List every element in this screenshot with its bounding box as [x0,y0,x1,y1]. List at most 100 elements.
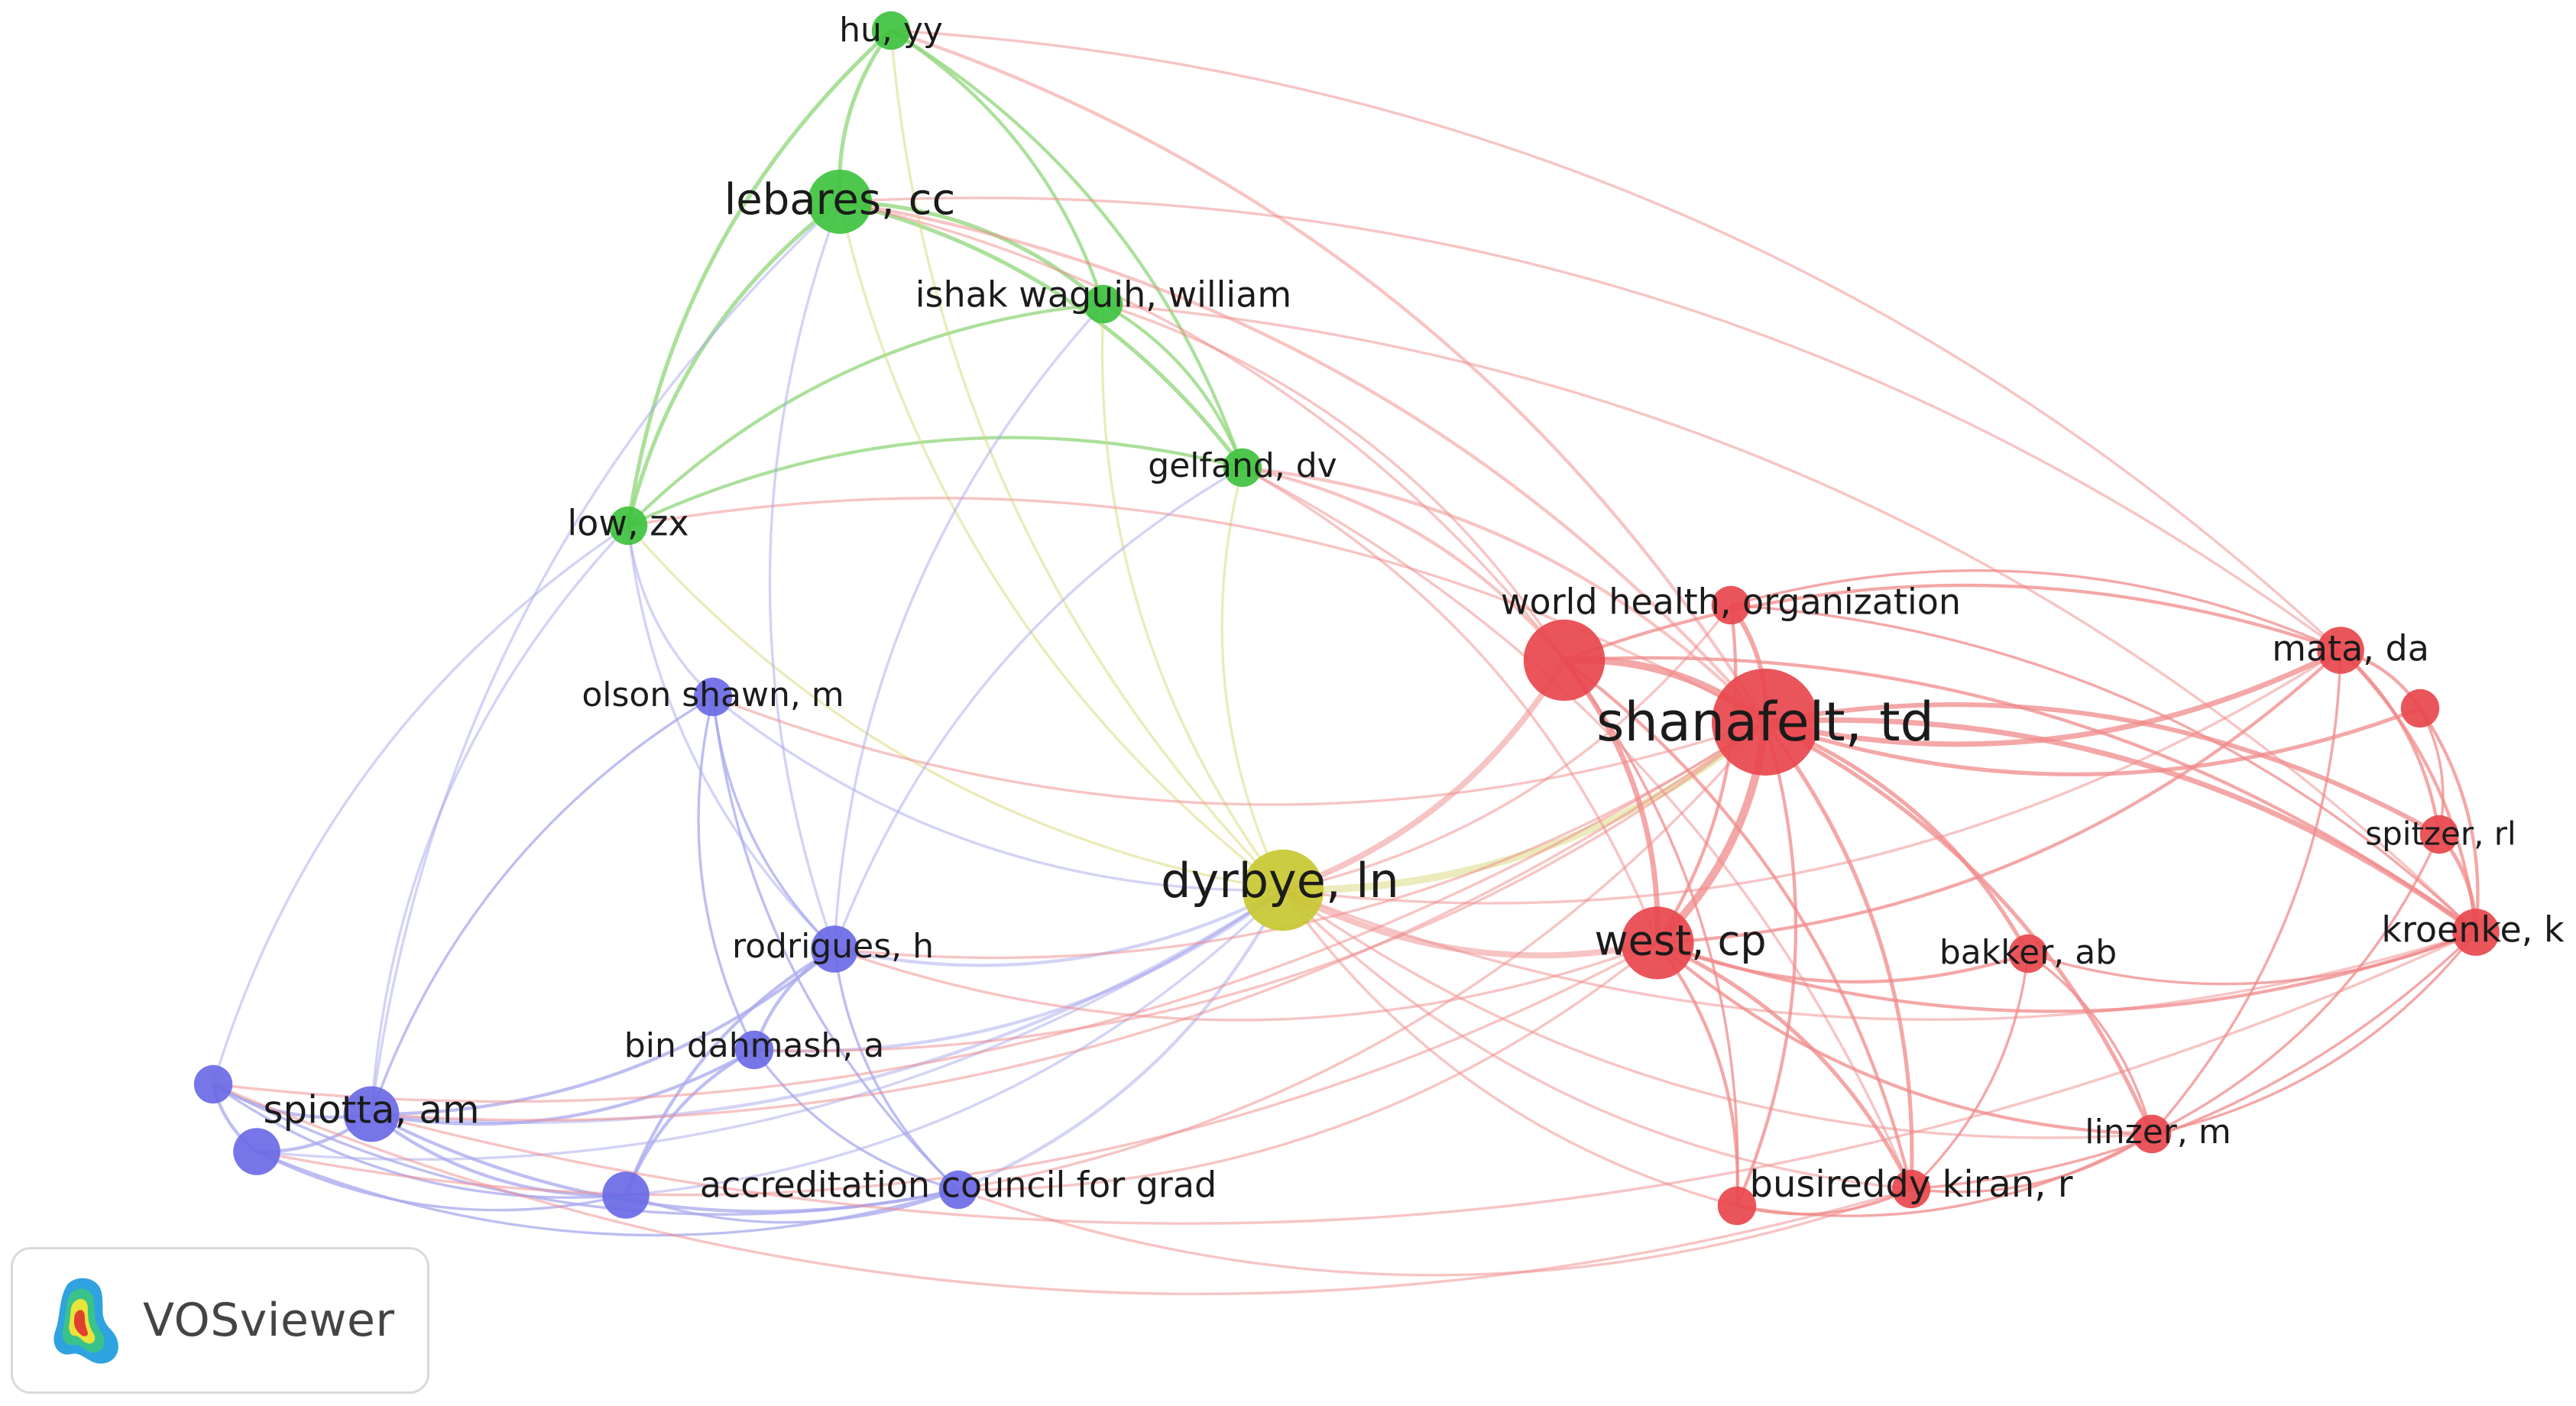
node-rodrigues[interactable] [811,925,858,973]
link-bin-spiotta [371,1048,756,1126]
link-dyrbye-blue-c [625,889,1285,1197]
link-ishak-kroenke [1103,303,2477,934]
link-who-west [1656,604,1738,944]
node-linzer[interactable] [2132,1114,2172,1154]
link-lebares-mata [839,196,2342,652]
node-blue-b[interactable] [233,1128,280,1175]
link-dyrbye-red-big [1282,658,1567,893]
link-red-bottom-linzer [1736,1132,2153,1217]
link-ishak-dyrbye [1100,303,1285,892]
link-low-blue-a [212,524,629,1085]
node-label-linzer: linzer, m [2085,1113,2231,1152]
link-shanafelt-linzer [1764,720,2154,1135]
link-lebares-spiotta [370,200,841,1115]
node-label-olson: olson shawn, m [582,675,844,714]
node-dyrbye[interactable] [1242,849,1324,931]
node-shanafelt[interactable] [1712,669,1819,776]
link-acgme-shanafelt [957,721,1767,1191]
node-lebares[interactable] [808,170,872,234]
link-spitzer-linzer [2151,834,2441,1135]
link-low-olson [627,525,714,698]
node-label-spiotta: spiotta, am [263,1088,479,1132]
node-label-kroenke: kroenke, k [2381,909,2565,951]
link-kroenke-busireddy [1910,931,2477,1191]
node-busireddy[interactable] [1891,1169,1931,1209]
link-huyy-mata [890,29,2342,652]
node-olson[interactable] [693,677,733,717]
link-west-busireddy [1656,941,1913,1191]
link-ishak-gelfand [1102,303,1245,468]
link-huyy-shanafelt [890,28,1767,724]
link-gelfand-red-big [1242,465,1566,662]
node-red-big[interactable] [1523,619,1606,701]
node-spiotta[interactable] [343,1086,400,1142]
link-lebares-low [626,199,841,526]
node-label-shanafelt: shanafelt, td [1596,691,1934,753]
link-spiotta-kroenke [371,931,2477,1225]
node-layer [193,11,2500,1226]
link-low-ishak [627,302,1104,527]
link-bakker-busireddy [1910,953,2030,1191]
node-low[interactable] [608,506,648,546]
node-bakker[interactable] [2008,934,2048,974]
link-low-dyrbye [627,524,1284,892]
link-dyrbye-blue-b [256,889,1284,1161]
node-blue-c[interactable] [602,1171,650,1219]
link-low-gelfand [627,436,1243,527]
node-huyy[interactable] [871,11,911,50]
app-name: VOSviewer [143,1294,395,1347]
node-mata[interactable] [2317,627,2364,674]
node-label-huyy: hu, yy [839,11,943,50]
link-dyrbye-rodrigues [834,889,1284,967]
link-west-red-bottom [1656,941,1739,1207]
node-label-west: west, cp [1595,917,1767,965]
node-label-bakker: bakker, ab [1939,933,2117,972]
link-blue-a-busireddy [212,1083,1912,1296]
link-red-small-kroenke [2419,707,2480,933]
node-west[interactable] [1621,906,1694,980]
link-huyy-dyrbye [889,30,1285,892]
node-label-rodrigues: rodrigues, h [732,927,934,966]
link-gelfand-dyrbye [1220,467,1285,891]
link-shanafelt-busireddy [1763,721,1914,1190]
link-mata-linzer [2150,650,2342,1135]
vosviewer-badge: VOSviewer [11,1247,429,1394]
node-spitzer[interactable] [2419,815,2459,854]
link-blue-c-acgme [625,1188,959,1224]
link-dyrbye-red-bottom [1282,889,1738,1207]
node-bin[interactable] [734,1030,774,1070]
link-gelfand-west [1242,466,1659,944]
node-blue-a[interactable] [193,1064,233,1104]
link-gelfand-rodrigues [833,466,1243,950]
link-red-big-kroenke [1563,656,2477,934]
link-red-big-busireddy [1563,659,1913,1190]
node-acgme[interactable] [938,1170,978,1210]
link-lebares-dyrbye [838,201,1285,892]
link-shanafelt-mata [1764,647,2342,747]
link-acgme-west [957,941,1659,1191]
node-ishak[interactable] [1084,284,1123,324]
node-red-small[interactable] [2400,688,2440,728]
node-label-busireddy: busireddy kiran, r [1750,1163,2073,1206]
node-who[interactable] [1711,585,1751,625]
node-label-low: low, zx [567,503,689,544]
node-label-ishak: ishak waguih, william [915,274,1291,316]
node-gelfand[interactable] [1223,448,1262,488]
link-red-big-mata [1563,583,2341,663]
link-blue-a-acgme [212,1083,959,1216]
link-shanafelt-spitzer [1764,702,2441,837]
link-huyy-low [626,29,893,526]
link-bin-shanafelt [753,721,1767,1052]
node-label-dyrbye: dyrbye, ln [1161,853,1399,909]
link-rodrigues-west [834,941,1658,1022]
link-dyrbye-olson [711,695,1284,892]
link-rodrigues-blue-c [624,948,836,1196]
node-label-lebares: lebares, cc [724,175,955,225]
link-bakker-linzer [2027,952,2153,1135]
link-blue-b-west [256,941,1658,1197]
node-kroenke[interactable] [2452,909,2500,956]
node-red-bottom[interactable] [1717,1186,1757,1226]
link-olson-shanafelt [712,695,1766,806]
link-dyrbye-kroenke [1282,889,2477,1021]
